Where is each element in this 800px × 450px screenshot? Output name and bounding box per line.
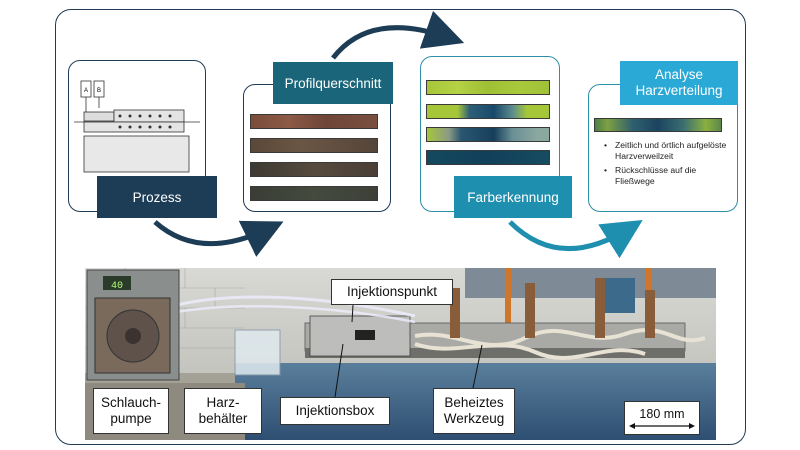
cross-section-label: Profilquerschnitt: [273, 62, 393, 104]
analysis-bullets: Zeitlich und örtlich aufgelöste Harzverw…: [604, 140, 734, 191]
analysis-strip: [594, 118, 722, 132]
pump-a-label: A: [84, 88, 88, 94]
section-strip-2: [250, 138, 378, 153]
process-label: Prozess: [97, 176, 217, 218]
outer-frame: [55, 9, 746, 445]
color-strip-3: [426, 127, 550, 142]
arrow-color-to-analysis: [508, 220, 643, 259]
pump-display-value: 40: [111, 281, 123, 292]
color-detection-label: Farberkennung: [454, 176, 572, 218]
color-strip-4: [426, 150, 550, 165]
color-strip-1: [426, 80, 550, 95]
scale-bar: [629, 422, 695, 429]
section-strip-3: [250, 162, 378, 177]
arrow-process-to-section: [153, 220, 284, 257]
arrow-section-to-color: [331, 10, 465, 60]
analysis-bullet-2: Rückschlüsse auf die Fließwege: [604, 165, 734, 186]
heated-tool-callout: Beheiztes Werkzeug: [433, 388, 515, 434]
process-schematic: A B: [74, 80, 200, 173]
analysis-label: Analyse Harzverteilung: [620, 61, 738, 105]
injection-point-callout: Injektionspunkt: [331, 279, 453, 305]
hose-pump-callout: Schlauch- pumpe: [93, 388, 169, 434]
resin-container-callout: Harz- behälter: [184, 388, 262, 434]
analysis-bullet-1: Zeitlich und örtlich aufgelöste Harzverw…: [604, 140, 734, 161]
color-strip-2: [426, 104, 550, 119]
scale-callout: 180 mm: [624, 401, 700, 435]
section-strip-4: [250, 186, 378, 201]
pump-b-label: B: [97, 88, 101, 94]
scale-label: 180 mm: [639, 406, 685, 421]
injection-box-callout: Injektionsbox: [280, 397, 390, 425]
section-strip-1: [250, 114, 378, 129]
